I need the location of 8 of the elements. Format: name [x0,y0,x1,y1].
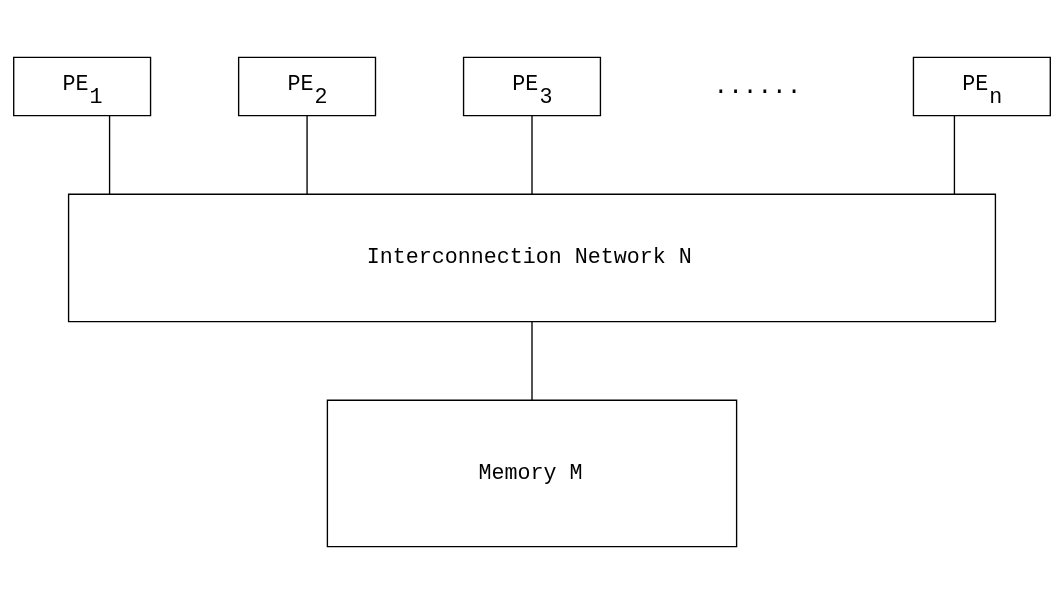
connector [108,115,111,195]
node-box: Interconnection Network N [67,193,997,323]
label: ...... [713,72,802,100]
connector [531,321,533,401]
connector [531,115,533,195]
node-box: Memory M [326,399,738,548]
connector [953,115,956,195]
connector [306,115,308,195]
